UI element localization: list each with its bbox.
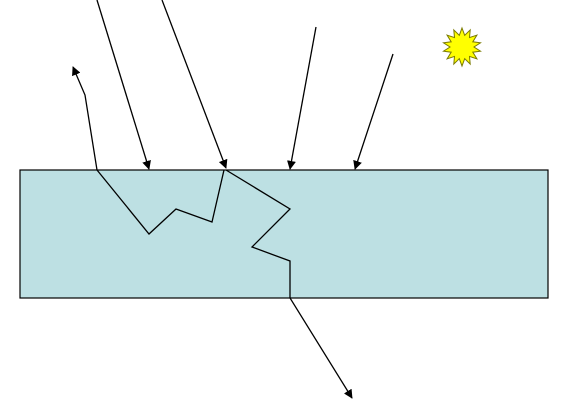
sun-icon	[442, 26, 482, 68]
incident-ray-1	[96, 0, 151, 170]
medium-slab	[19, 169, 549, 299]
scattered-ray-transmitted	[225, 169, 353, 399]
incident-ray-4	[353, 53, 394, 170]
incident-ray-2	[161, 0, 228, 169]
incident-ray-3	[287, 26, 317, 170]
scattered-ray-reflected	[72, 66, 225, 235]
